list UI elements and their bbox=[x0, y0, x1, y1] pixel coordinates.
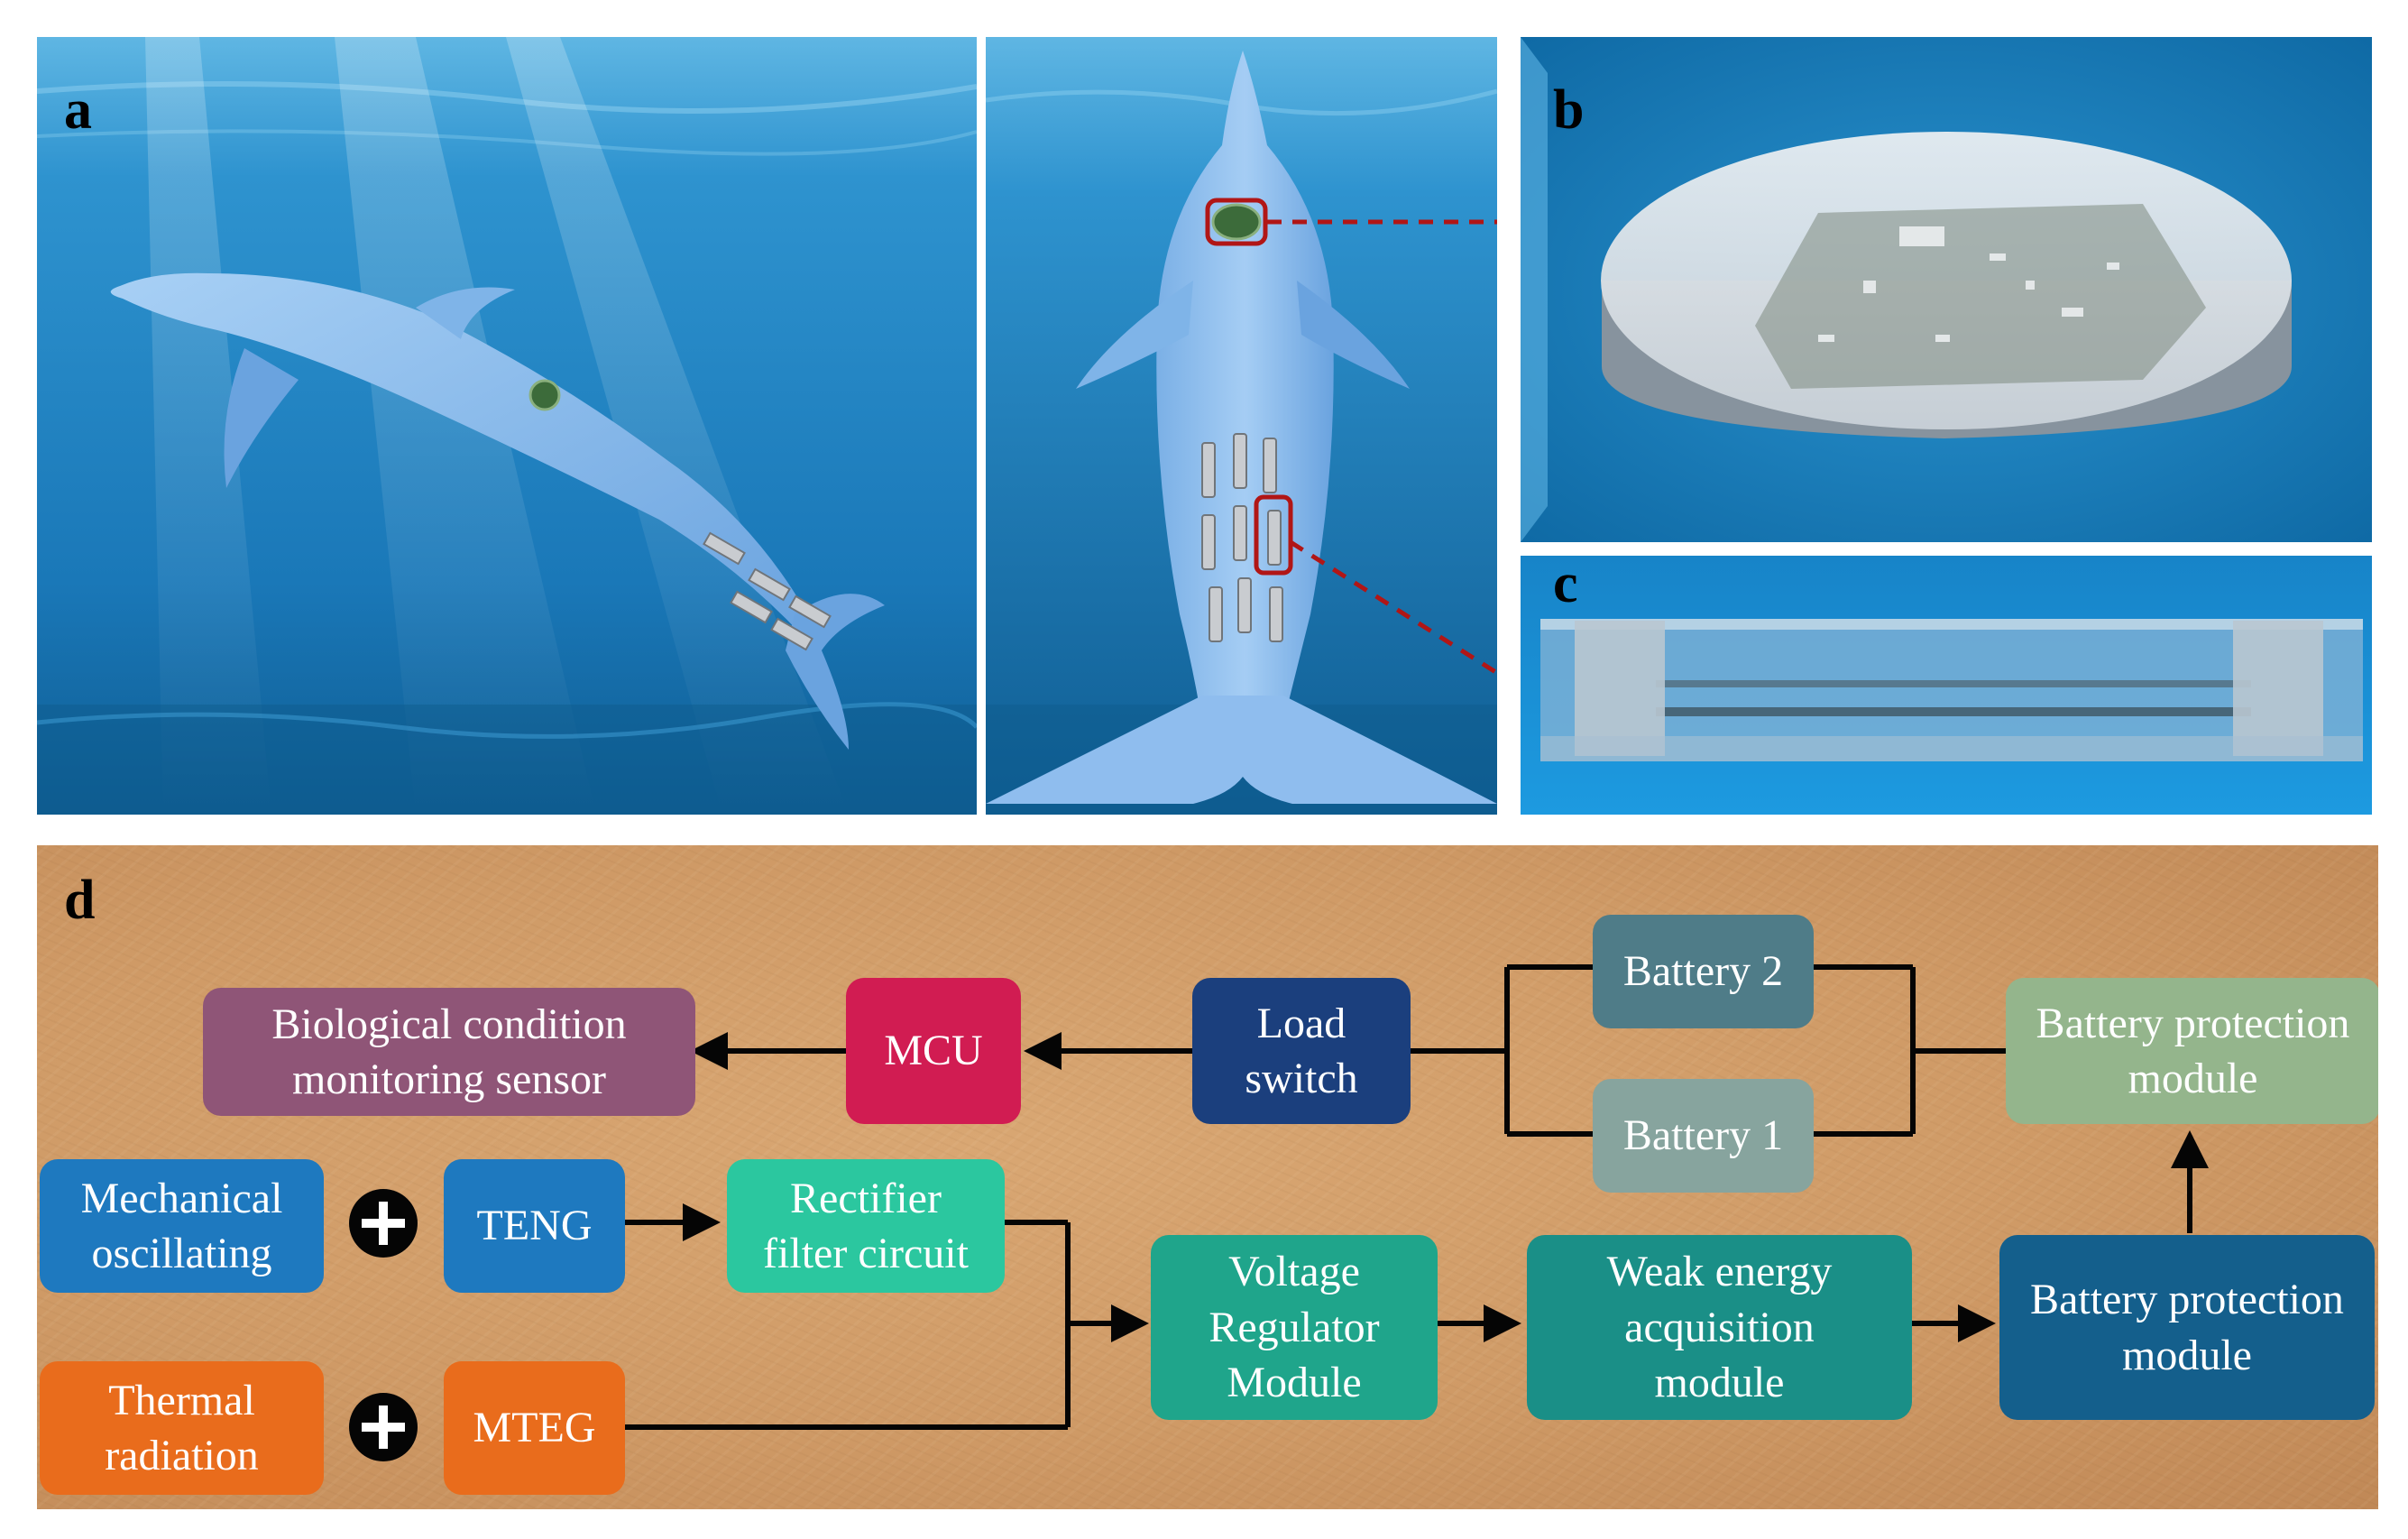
voltage-regulator-module-block: Voltage Regulator Module bbox=[1151, 1235, 1438, 1420]
dolphin-icon bbox=[110, 272, 885, 750]
panel-d: d bbox=[37, 845, 2378, 1509]
panel-label-a: a bbox=[64, 79, 92, 141]
teng-block: TENG bbox=[444, 1159, 625, 1293]
cross-section-view bbox=[1521, 556, 2372, 815]
mechanical-oscillating-block: Mechanical oscillating bbox=[40, 1159, 324, 1293]
load-switch-block: Load switch bbox=[1192, 978, 1411, 1124]
battery-protection-module-bottom-block: Battery protection module bbox=[1999, 1235, 2375, 1420]
rectifier-filter-circuit-block: Rectifier filter circuit bbox=[727, 1159, 1005, 1293]
mteg-block: MTEG bbox=[444, 1361, 625, 1495]
encapsulated-circuit-board bbox=[1521, 37, 2372, 542]
panel-label-d: d bbox=[64, 870, 96, 931]
weak-energy-acquisition-module-block: Weak energy acquisition module bbox=[1527, 1235, 1912, 1420]
panel-label-b: b bbox=[1553, 79, 1585, 141]
mcu-block: MCU bbox=[846, 978, 1021, 1124]
thermal-radiation-block: Thermal radiation bbox=[40, 1361, 324, 1495]
underwater-dolphin-side-view bbox=[37, 37, 977, 815]
connection-wires bbox=[625, 964, 2209, 1430]
underwater-dolphin-back-view bbox=[986, 37, 1497, 815]
panel-c: c bbox=[1521, 556, 2372, 815]
panel-a-right bbox=[986, 37, 1497, 815]
dolphin-icon bbox=[986, 51, 1497, 804]
bio-sensor-block: Biological condition monitoring sensor bbox=[203, 988, 695, 1116]
panel-a-left: a bbox=[37, 37, 977, 815]
battery-protection-module-top-block: Battery protection module bbox=[2006, 978, 2378, 1124]
plus-icon bbox=[349, 1189, 418, 1258]
battery-2-block: Battery 2 bbox=[1593, 915, 1814, 1028]
battery-1-block: Battery 1 bbox=[1593, 1079, 1814, 1193]
panel-label-c: c bbox=[1553, 556, 1578, 614]
panel-b: b bbox=[1521, 37, 2372, 542]
plus-icon bbox=[349, 1393, 418, 1461]
